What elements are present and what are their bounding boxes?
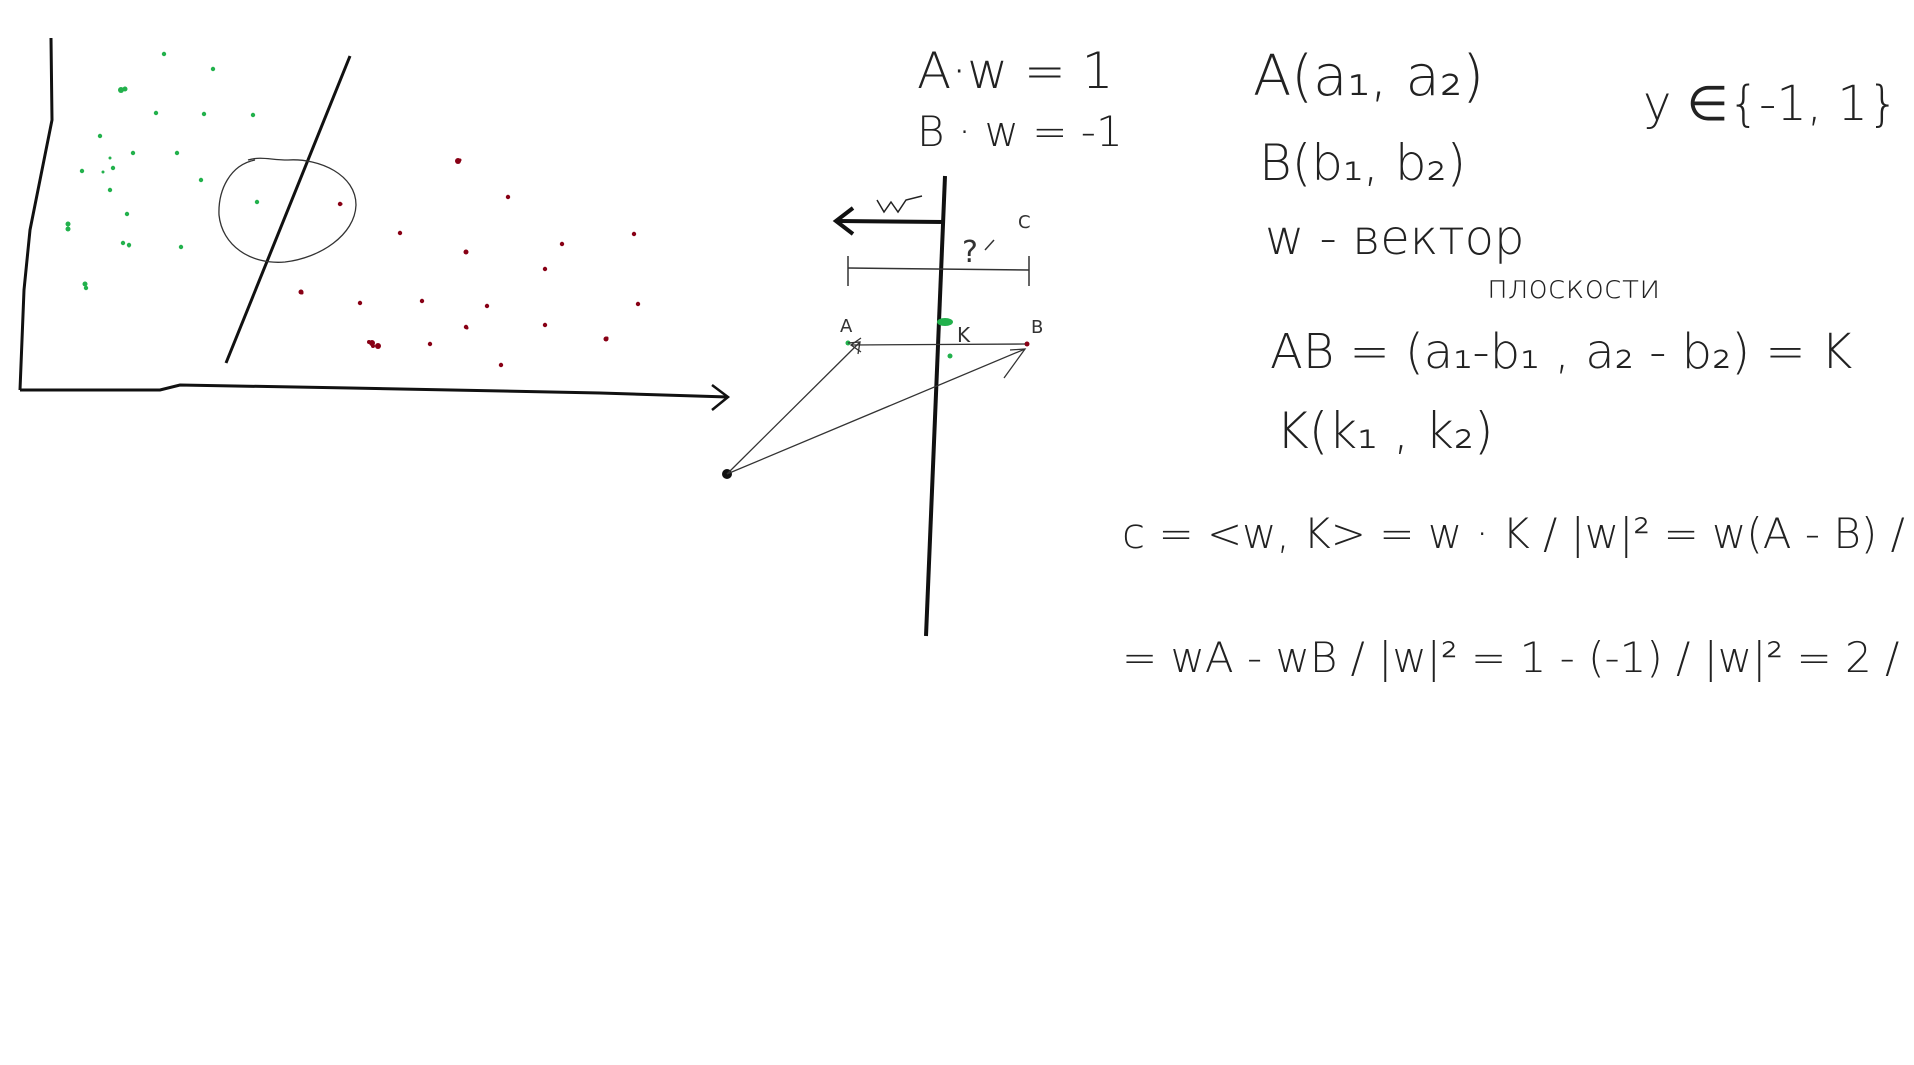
green-point (127, 244, 131, 248)
eq-a-w: A·w = 1 (917, 42, 1113, 100)
green-point (130, 150, 136, 156)
circle-highlight (218, 157, 357, 263)
intersection-point (937, 318, 953, 326)
x-axis-arrowhead (711, 384, 731, 411)
red-point (419, 298, 425, 304)
notes: A·w = 1 B · w = -1 A(a₁, a₂) B(b₁, b₂) y… (917, 42, 1914, 682)
vector-to-a (726, 341, 861, 475)
green-points (65, 51, 260, 291)
k-definition: K(k₁ , k₂) (1276, 402, 1493, 460)
green-point (83, 285, 89, 291)
y-axis (18, 37, 54, 391)
green-point (79, 168, 85, 174)
red-point (339, 202, 343, 206)
question-mark: ? (962, 235, 978, 270)
green-point (65, 221, 71, 227)
green-point (178, 244, 184, 250)
point-k-label: K (957, 323, 971, 347)
red-point (375, 343, 381, 349)
green-point (153, 110, 159, 116)
red-point (367, 340, 371, 344)
red-point (458, 158, 462, 162)
eq-b-w: B · w = -1 (917, 107, 1123, 156)
w-label-sketch (876, 195, 923, 214)
tick-mark (984, 239, 995, 251)
red-point (605, 336, 609, 340)
projection-line-1: c = <w, K> = w · K / |w|² = w(A - B) / |… (1122, 509, 1914, 558)
green-point (65, 226, 71, 232)
red-point (463, 249, 469, 255)
green-point (210, 66, 216, 72)
red-point (505, 194, 511, 200)
segment-ab-arrowhead (849, 337, 862, 353)
green-point (108, 156, 112, 160)
green-point (174, 150, 180, 156)
x-axis (20, 383, 729, 399)
green-point (122, 86, 128, 92)
segment-ab (851, 343, 1026, 346)
distance-bracket (847, 267, 1030, 271)
red-point (498, 362, 504, 368)
red-point (300, 291, 304, 295)
green-point (124, 211, 130, 217)
green-point (198, 177, 204, 183)
green-point (97, 133, 103, 139)
green-point (107, 187, 113, 193)
point-a-label: A (840, 316, 853, 337)
y-set-definition: y ∈{-1, 1} (1643, 76, 1898, 132)
green-point (118, 87, 124, 93)
point-b (1024, 341, 1030, 347)
green-point (120, 240, 126, 246)
green-point (161, 51, 167, 57)
w-vector-definition-line2: плоскости (1487, 268, 1660, 306)
red-point (559, 241, 565, 247)
red-point (542, 266, 548, 272)
red-point (357, 300, 363, 306)
red-point (397, 230, 403, 236)
red-point (542, 322, 548, 328)
hyperplane-line (924, 175, 947, 637)
red-point (635, 301, 641, 307)
green-point (82, 281, 88, 287)
green-point (110, 165, 116, 171)
w-vector-arrow (837, 219, 945, 224)
ab-definition: AB = (a₁-b₁ , a₂ - b₂) = K (1270, 324, 1852, 380)
red-point (465, 326, 469, 330)
red-point (427, 341, 433, 347)
vector-to-b (726, 348, 1026, 475)
w-vector-definition: w - вектор (1265, 210, 1524, 266)
geometry-sketch: w ? C A B K (722, 175, 1043, 637)
point-a-definition: A(a₁, a₂) (1253, 44, 1484, 109)
w-vector-arrowhead (832, 206, 855, 236)
green-point-near-plane (947, 353, 953, 359)
red-point (631, 231, 637, 237)
point-b-label: B (1031, 317, 1043, 338)
green-point (250, 112, 256, 118)
red-point (371, 344, 375, 348)
point-b-definition: B(b₁, b₂) (1259, 134, 1466, 192)
separating-line (224, 55, 352, 364)
vector-to-a-arrowhead (847, 341, 861, 355)
point-c-label: C (1018, 212, 1031, 233)
green-point (201, 111, 207, 117)
projection-line-2: = wA - wB / |w|² = 1 - (-1) / |w|² = 2 /… (1122, 633, 1914, 682)
green-point (254, 199, 260, 205)
red-points (298, 158, 641, 368)
scatter-plot (18, 37, 731, 411)
red-point (484, 303, 490, 309)
vector-to-b-arrowhead (1003, 348, 1027, 379)
green-point (101, 170, 105, 174)
